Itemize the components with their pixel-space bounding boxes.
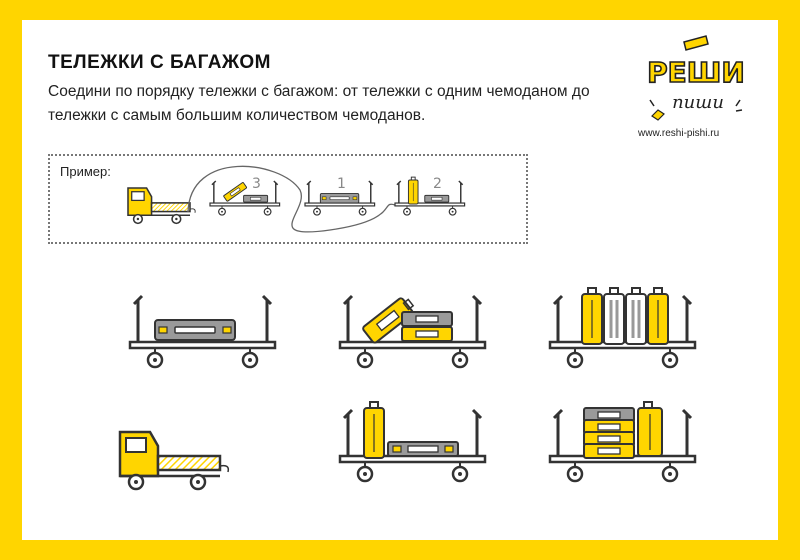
example-truck[interactable]	[127, 187, 196, 225]
page-title: ТЕЛЕЖКИ С БАГАЖОМ	[48, 52, 271, 73]
cart-stacked-suitcases[interactable]	[548, 401, 697, 483]
example-cart-3[interactable]	[209, 180, 281, 216]
example-cart-2[interactable]	[394, 176, 466, 216]
cart-four-upright-suitcases[interactable]	[548, 286, 697, 369]
reshi-pishi-logo: РЕШИ пиши	[636, 34, 756, 144]
example-connection-line	[187, 165, 396, 233]
logo-word-bottom: пиши	[672, 92, 724, 113]
instructions: Соедини по порядку тележки с багажом: от…	[48, 83, 590, 124]
example-number-1: 1	[337, 176, 346, 192]
logo-word-top: РЕШИ	[647, 56, 745, 89]
example-box	[48, 154, 528, 244]
start-truck[interactable]	[118, 430, 230, 491]
cart-two-suitcases[interactable]	[338, 294, 487, 369]
example-number-3: 3	[252, 176, 261, 192]
cart-upright-and-flat-suitcase[interactable]	[338, 401, 487, 483]
example-number-2: 2	[433, 176, 442, 192]
example-label: Пример:	[60, 164, 111, 179]
cart-one-flat-suitcase[interactable]	[128, 294, 277, 369]
logo-graphic: РЕШИ пиши	[646, 35, 746, 121]
website-link[interactable]: www.reshi-pishi.ru	[638, 128, 720, 139]
